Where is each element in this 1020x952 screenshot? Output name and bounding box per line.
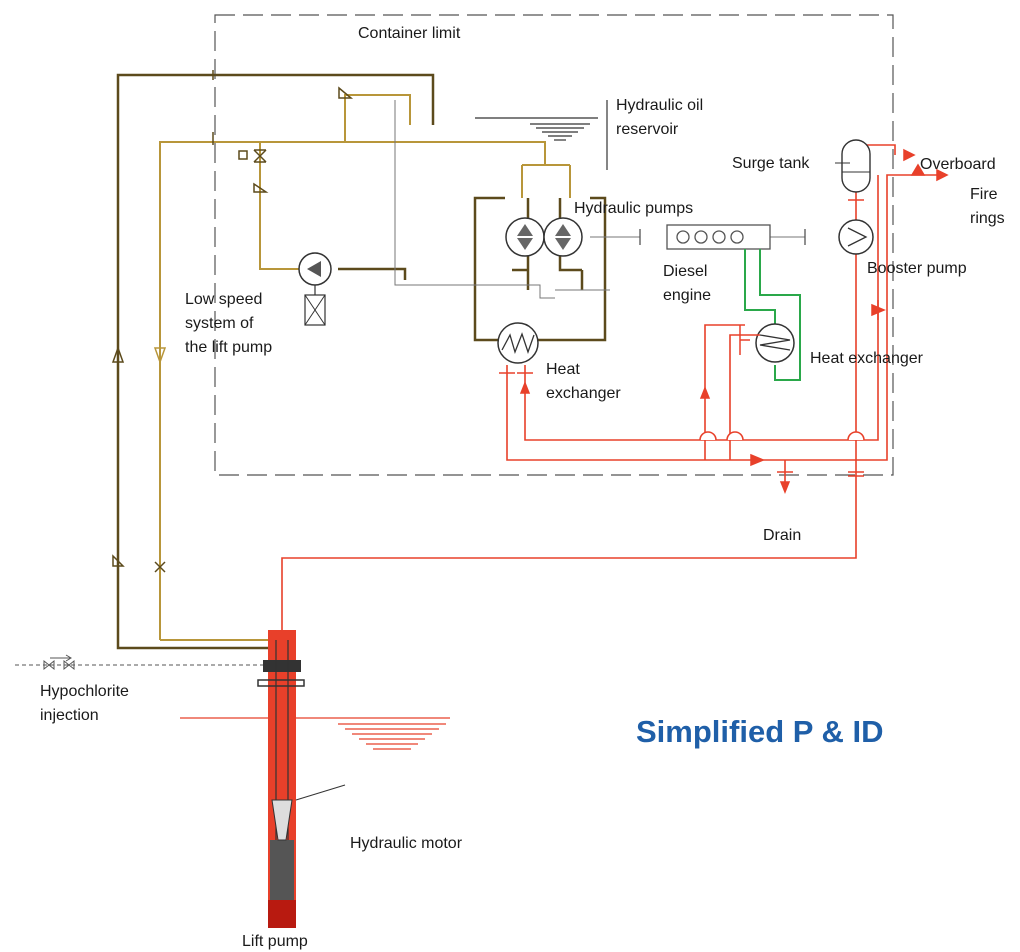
low-speed-pump: [298, 252, 332, 326]
lift-pump-label: Lift pump: [242, 933, 308, 950]
drain-label: Drain: [763, 527, 801, 544]
hydraulic-supply-lines: [159, 94, 571, 641]
booster-pump: [838, 219, 874, 255]
booster-pump-label: Booster pump: [867, 260, 967, 277]
linkage-lines: [394, 100, 805, 299]
overboard-label: Overboard: [920, 156, 996, 173]
hypochlorite-label-2: injection: [40, 707, 99, 724]
surge-tank-label: Surge tank: [732, 155, 810, 172]
diagram-title: Simplified P & ID: [636, 714, 883, 749]
crossovers: [699, 431, 865, 441]
hydraulic-oil-reservoir: [475, 100, 608, 170]
hydraulic-pumps-label: Hydraulic pumps: [574, 200, 693, 217]
diesel-engine-label-1: Diesel: [663, 263, 707, 280]
low-speed-label-1: Low speed: [185, 291, 262, 308]
heat-exchanger-right-label: Heat exchanger: [810, 350, 924, 367]
flow-arrows: [111, 345, 167, 365]
coolant-loop: [744, 249, 801, 381]
heat-exchanger-left: [497, 322, 539, 364]
diesel-engine-label-2: engine: [663, 287, 711, 304]
container-limit-boundary: [214, 14, 894, 476]
sea-surface: [180, 717, 450, 750]
hydraulic-return-lines: [116, 73, 607, 650]
diesel-engine: [639, 224, 806, 250]
fire-rings-label-2: rings: [970, 210, 1005, 227]
hydraulic-motor-label: Hydraulic motor: [350, 835, 463, 852]
valves-hydraulic: [112, 70, 354, 573]
hydraulic-pumps: [505, 217, 583, 257]
seawater-fittings: [499, 148, 949, 495]
container-limit-label: Container limit: [358, 25, 461, 42]
low-speed-label-2: system of: [185, 315, 254, 332]
heat-exchanger-left-label-1: Heat: [546, 361, 580, 378]
hypochlorite-line: [15, 654, 268, 671]
low-speed-label-3: the lift pump: [185, 339, 272, 356]
hydraulic-oil-label-1: Hydraulic oil: [616, 97, 703, 114]
heat-exchanger-right: [755, 323, 795, 363]
surge-tank: [841, 139, 871, 193]
fire-rings-label-1: Fire: [970, 186, 998, 203]
hydraulic-oil-label-2: reservoir: [616, 121, 679, 138]
lift-pump-column: [257, 630, 346, 928]
hypochlorite-label-1: Hypochlorite: [40, 683, 129, 700]
heat-exchanger-left-label-2: exchanger: [546, 385, 621, 402]
